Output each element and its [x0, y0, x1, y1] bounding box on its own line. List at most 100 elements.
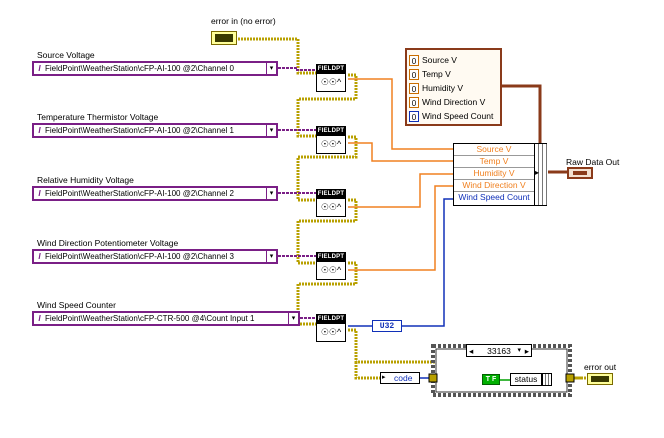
temperature-voltage-value: FieldPoint\WeatherStation\cFP-AI-100 @2\…	[45, 126, 234, 135]
cluster-item-value[interactable]: 0	[409, 110, 419, 122]
io-channel-icon: I	[38, 126, 41, 135]
bundle-input-temp-v[interactable]: Temp V	[454, 156, 534, 168]
case-tunnel-left	[428, 373, 438, 383]
cluster-item-name: Wind Direction V	[422, 97, 486, 107]
cluster-item-value[interactable]: 0	[409, 68, 419, 80]
error-in-terminal[interactable]	[211, 31, 237, 45]
raw-data-out-label: Raw Data Out	[566, 157, 620, 167]
error-wire	[296, 135, 358, 202]
fieldpoint-read-vi[interactable]: FIELDPT ☉☉^	[316, 126, 346, 154]
cluster-item: 0 Wind Speed Count	[409, 110, 493, 122]
refnum-wire	[278, 67, 316, 71]
wind-speed-counter-control[interactable]: I FieldPoint\WeatherStation\cFP-CTR-500 …	[32, 311, 300, 326]
humidity-v-wire	[348, 173, 455, 208]
bundle-input-source-v[interactable]: Source V	[454, 144, 534, 156]
humidity-voltage-value: FieldPoint\WeatherStation\cFP-AI-100 @2\…	[45, 189, 234, 198]
error-wire	[296, 198, 358, 265]
cluster-item: 0 Humidity V	[409, 82, 463, 94]
cluster-item: 0 Wind Direction V	[409, 96, 485, 108]
u32-wire	[402, 198, 455, 327]
error-out-indicator-glyph	[591, 376, 609, 382]
wind-direction-voltage-control[interactable]: I FieldPoint\WeatherStation\cFP-AI-100 @…	[32, 249, 278, 264]
temperature-voltage-label: Temperature Thermistor Voltage	[37, 112, 159, 122]
temp-v-wire	[348, 142, 455, 162]
cluster-item: 0 Temp V	[409, 68, 451, 80]
wind-direction-voltage-value: FieldPoint\WeatherStation\cFP-AI-100 @2\…	[45, 252, 234, 261]
error-out-label: error out	[584, 362, 617, 372]
cluster-constant[interactable]: 0 Source V 0 Temp V 0 Humidity V 0 Wind …	[405, 48, 502, 126]
glasses-icon: ☉☉^	[320, 265, 342, 275]
fieldpoint-vi-header: FIELDPT	[317, 127, 345, 136]
cluster-item-value[interactable]: 0	[409, 96, 419, 108]
case-next-arrow-icon[interactable]: ▸	[524, 346, 529, 356]
source-v-wire	[348, 78, 455, 150]
error-wire	[354, 362, 380, 380]
error-in-label: error in (no error)	[211, 16, 276, 26]
refnum-wires	[278, 67, 316, 319]
fieldpoint-read-vi[interactable]: FIELDPT ☉☉^	[316, 189, 346, 217]
bundle-input-wind-speed-count[interactable]: Wind Speed Count	[458, 192, 530, 202]
bundle-by-name-node[interactable]: Source V Temp V Humidity V Wind Directio…	[453, 143, 547, 206]
error-out-indicator[interactable]	[587, 373, 613, 385]
temperature-voltage-control[interactable]: I FieldPoint\WeatherStation\cFP-AI-100 @…	[32, 123, 278, 138]
humidity-voltage-label: Relative Humidity Voltage	[37, 175, 134, 185]
chevron-down-icon[interactable]: ▾	[517, 347, 521, 354]
bundle-cluster-input-strip	[534, 144, 547, 205]
cluster-item-name: Wind Speed Count	[422, 111, 494, 121]
cluster-indicator-glyph	[573, 171, 587, 175]
io-channel-icon: I	[38, 64, 41, 73]
fieldpoint-vi-header: FIELDPT	[317, 315, 345, 324]
glasses-icon: ☉☉^	[320, 139, 342, 149]
cluster-item-value[interactable]: 0	[409, 54, 419, 66]
true-constant[interactable]: T F	[482, 374, 500, 385]
io-channel-icon: I	[38, 314, 41, 323]
unbundle-arrow-icon: ▸	[382, 374, 386, 381]
source-voltage-value: FieldPoint\WeatherStation\cFP-AI-100 @2\…	[45, 64, 234, 73]
chevron-down-icon[interactable]: ▾	[266, 188, 276, 199]
glasses-icon: ☉☉^	[320, 202, 342, 212]
case-tunnel-right	[565, 373, 575, 383]
cluster-constant-wire	[502, 84, 542, 143]
fieldpoint-read-vi[interactable]: FIELDPT ☉☉^	[316, 314, 346, 342]
cluster-item-name: Temp V	[422, 69, 451, 79]
case-selector[interactable]: ◂ 33163 ▾ ▸	[466, 344, 532, 357]
io-channel-icon: I	[38, 252, 41, 261]
error-wire	[296, 73, 358, 138]
io-channel-icon: I	[38, 189, 41, 198]
chevron-down-icon[interactable]: ▾	[266, 63, 276, 74]
unbundle-code-label: code	[394, 373, 413, 383]
case-prev-arrow-icon[interactable]: ◂	[469, 346, 474, 356]
chevron-down-icon[interactable]: ▾	[288, 313, 298, 324]
bundle-status-node[interactable]: status	[510, 373, 542, 386]
chevron-down-icon[interactable]: ▾	[266, 125, 276, 136]
to-u32-node[interactable]: U32	[372, 320, 402, 332]
bundle-strip-icon	[542, 373, 552, 386]
cluster-item-name: Humidity V	[422, 83, 464, 93]
glasses-icon: ☉☉^	[320, 327, 342, 337]
source-voltage-control[interactable]: I FieldPoint\WeatherStation\cFP-AI-100 @…	[32, 61, 278, 76]
fieldpoint-vi-header: FIELDPT	[317, 253, 345, 262]
wind-speed-counter-label: Wind Speed Counter	[37, 300, 116, 310]
fieldpoint-vi-header: FIELDPT	[317, 190, 345, 199]
error-wire	[238, 37, 316, 75]
bundle-input-wind-direction-v[interactable]: Wind Direction V	[454, 180, 534, 192]
bundle-arrow-icon: ▸	[535, 168, 540, 177]
raw-data-out-indicator[interactable]	[567, 167, 593, 179]
unbundle-node[interactable]: ▸ code	[380, 372, 420, 384]
bundle-input-humidity-v[interactable]: Humidity V	[454, 168, 534, 180]
case-selector-value: 33163	[487, 346, 511, 356]
error-wire	[296, 261, 358, 326]
chevron-down-icon[interactable]: ▾	[266, 251, 276, 262]
wind-speed-counter-value: FieldPoint\WeatherStation\cFP-CTR-500 @4…	[45, 314, 255, 323]
cluster-item-name: Source V	[422, 55, 457, 65]
source-voltage-label: Source Voltage	[37, 50, 95, 60]
fieldpoint-read-vi[interactable]: FIELDPT ☉☉^	[316, 252, 346, 280]
wind-direction-v-wire	[348, 185, 455, 271]
fieldpoint-vi-header: FIELDPT	[317, 65, 345, 74]
humidity-voltage-control[interactable]: I FieldPoint\WeatherStation\cFP-AI-100 @…	[32, 186, 278, 201]
cluster-item-value[interactable]: 0	[409, 82, 419, 94]
fieldpoint-read-vi[interactable]: FIELDPT ☉☉^	[316, 64, 346, 92]
case-structure	[431, 344, 572, 397]
glasses-icon: ☉☉^	[320, 77, 342, 87]
